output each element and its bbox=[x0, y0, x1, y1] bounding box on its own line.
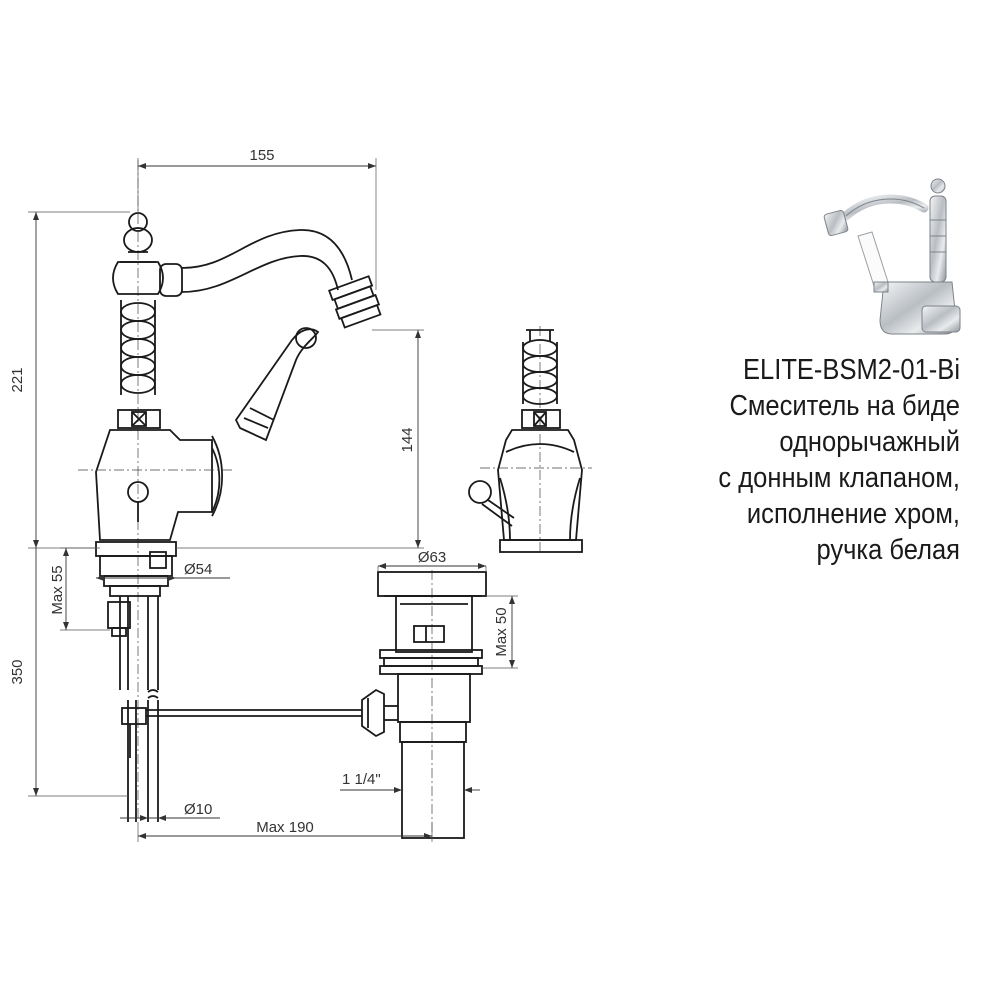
product-description-line: исполнение хром, bbox=[746, 498, 960, 530]
product-caption: ELITE-BSM2-01-Bi Смеситель на биде однор… bbox=[661, 352, 960, 568]
dim-shank-max: Max 55 bbox=[49, 565, 66, 614]
product-model: ELITE-BSM2-01-Bi bbox=[743, 354, 960, 386]
product-description-line: Смеситель на биде bbox=[729, 390, 960, 422]
faucet-side-view bbox=[468, 326, 592, 553]
dim-installation-depth: 350 bbox=[9, 659, 26, 684]
dim-waste-top-diameter: Ø63 bbox=[418, 549, 446, 566]
product-description-line: с донным клапаном, bbox=[718, 462, 960, 494]
dimension-labels: 155 221 144 Ø54 Max 55 350 Ø63 Max 50 1 … bbox=[9, 147, 510, 836]
dim-overall-length: 155 bbox=[249, 147, 274, 164]
dim-rod-max-length: Max 190 bbox=[256, 819, 314, 836]
faucet-photo bbox=[823, 178, 961, 335]
product-description-line: ручка белая bbox=[816, 534, 960, 566]
dim-waste-max-height: Max 50 bbox=[493, 607, 510, 656]
product-description-line: однорычажный bbox=[779, 426, 960, 458]
faucet-front-view bbox=[78, 160, 382, 822]
dim-rod-diameter: Ø10 bbox=[184, 801, 212, 818]
dimension-lines bbox=[28, 158, 518, 842]
dim-waste-thread: 1 1/4" bbox=[342, 771, 381, 788]
dim-spout-height: 144 bbox=[399, 427, 416, 452]
waste-valve bbox=[361, 570, 487, 839]
dim-base-diameter: Ø54 bbox=[184, 561, 212, 578]
dim-overall-height: 221 bbox=[9, 367, 26, 392]
